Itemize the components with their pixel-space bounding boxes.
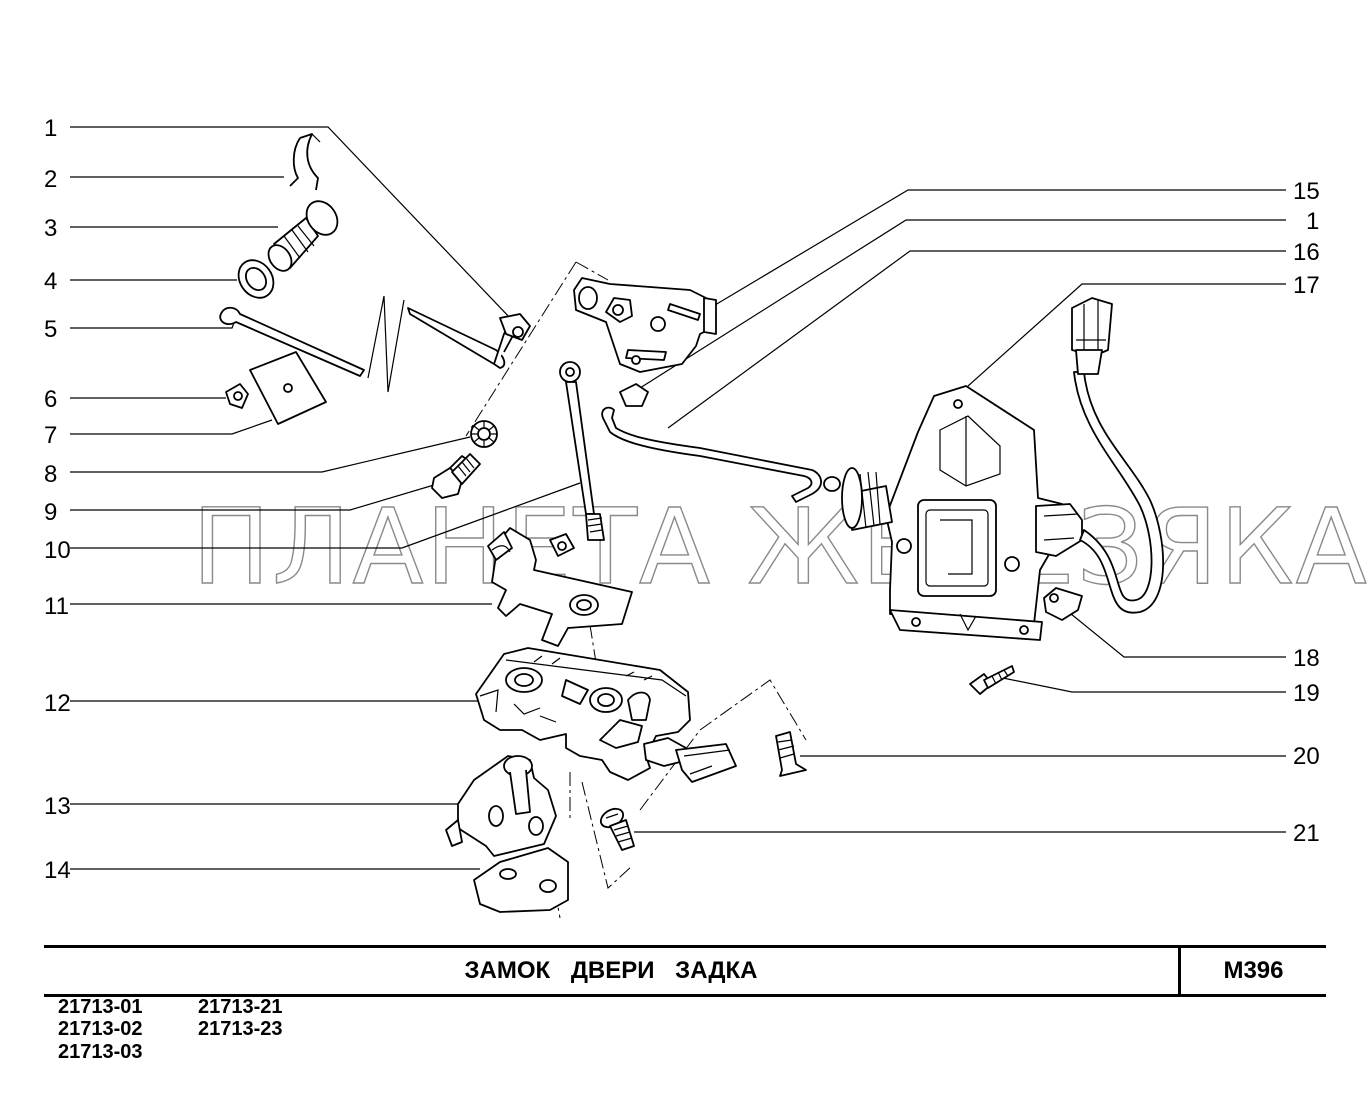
axis-bolt [465, 261, 577, 437]
callout-3: 3 [44, 215, 57, 242]
leader-19 [997, 676, 1286, 693]
part-12-lock-body [475, 647, 737, 783]
callout-15: 15 [1293, 178, 1320, 205]
axis-screw [581, 781, 633, 889]
callout-4: 4 [44, 268, 57, 295]
part-13-striker [445, 755, 557, 857]
part-6-nut [225, 383, 249, 409]
part-11-lever-bracket [487, 527, 633, 647]
model-code: 21713-01 [58, 996, 143, 1018]
part-5-rod [219, 295, 517, 393]
right-callouts: 15 1 16 17 18 19 20 21 [1293, 178, 1320, 847]
leader-16 [667, 250, 1286, 429]
callout-19: 19 [1293, 680, 1320, 707]
callout-9: 9 [44, 499, 57, 526]
model-code: 21713-21 [198, 996, 283, 1018]
callout-6: 6 [44, 386, 57, 413]
callout-5: 5 [44, 316, 57, 343]
leader-5 [70, 322, 235, 329]
axis-bracket [575, 261, 609, 281]
leader-17 [967, 283, 1286, 387]
title-block: ЗАМОК ДВЕРИ ЗАДКА М396 [44, 945, 1326, 997]
callout-2: 2 [44, 166, 57, 193]
leader-1 [70, 126, 513, 321]
model-code: 21713-03 [58, 1041, 143, 1063]
part-8-star-washer [470, 420, 498, 448]
callout-18: 18 [1293, 645, 1320, 672]
callout-7: 7 [44, 422, 57, 449]
callout-12: 12 [44, 690, 71, 717]
part-2-clip [289, 133, 321, 191]
part-7-pad [249, 351, 327, 425]
leader-7 [70, 419, 273, 435]
part-18-clip [1043, 587, 1083, 621]
callout-8: 8 [44, 461, 57, 488]
callout-14: 14 [44, 857, 71, 884]
axis-connector-lower [639, 729, 701, 811]
model-code: 21713-02 [58, 1018, 143, 1040]
title-divider [1178, 948, 1181, 994]
wire-harness [1071, 297, 1164, 614]
callout-20: 20 [1293, 743, 1320, 770]
leader-1-right [639, 219, 1286, 389]
leader-lines [70, 126, 1286, 870]
callout-16: 16 [1293, 239, 1320, 266]
leader-10 [70, 482, 581, 549]
part-1-right-clip [605, 297, 649, 407]
leader-15 [709, 189, 1286, 309]
callout-11: 11 [44, 593, 69, 620]
assembly-axes [465, 261, 807, 919]
watermark: ПЛАНЕТА ЖЕЛЕЗЯКА [192, 486, 1369, 608]
callout-1-right: 1 [1306, 208, 1319, 235]
callout-17: 17 [1293, 272, 1320, 299]
callout-21: 21 [1293, 820, 1320, 847]
callout-10: 10 [44, 537, 71, 564]
part-3-cylinder [267, 200, 339, 272]
sheet-code: М396 [1223, 957, 1284, 984]
drawing-title: ЗАМОК ДВЕРИ ЗАДКА [464, 957, 758, 984]
part-9-bolt [431, 453, 481, 499]
callout-13: 13 [44, 793, 71, 820]
callout-1: 1 [44, 115, 57, 142]
leader-18 [1059, 604, 1286, 658]
part-20-screw [775, 731, 807, 777]
part-4-washer [237, 259, 275, 299]
part-19-screw [969, 665, 1015, 695]
part-16-long-rod [601, 406, 822, 503]
part-10-link-rod [559, 361, 605, 541]
part-21-screw [599, 807, 635, 851]
part-1-clip [499, 313, 531, 341]
part-15-bracket [573, 277, 717, 373]
exploded-parts-diagram: ПЛАНЕТА ЖЕЛЕЗЯКА 1 2 3 4 5 6 7 8 9 10 11… [44, 115, 1369, 919]
leader-8 [70, 436, 471, 473]
axis-connector [699, 679, 807, 741]
leader-9 [70, 484, 435, 511]
model-code: 21713-23 [198, 1018, 283, 1040]
part-14-plate [473, 847, 569, 913]
left-callouts: 1 2 3 4 5 6 7 8 9 10 11 12 13 14 [44, 115, 71, 884]
part-17-actuator [823, 385, 1083, 641]
